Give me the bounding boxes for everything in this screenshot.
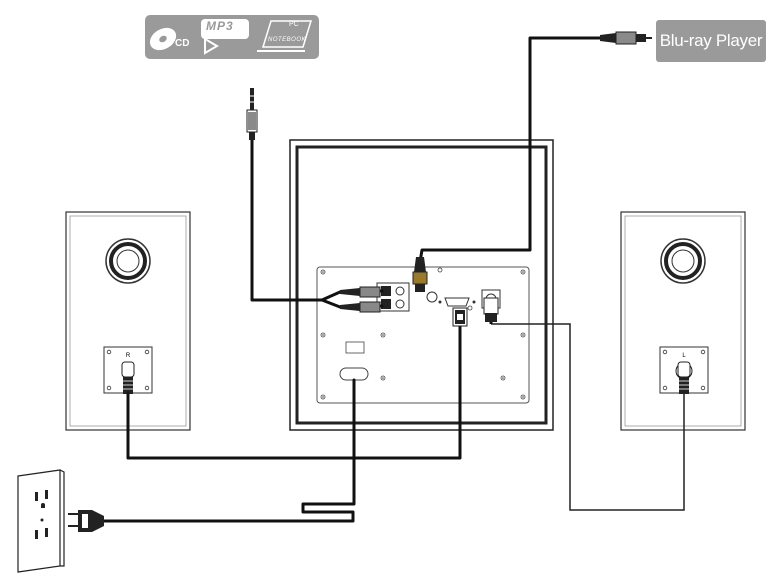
3.5mm-jack-icon xyxy=(246,88,258,140)
left-speaker-cable xyxy=(491,323,685,511)
power-cable xyxy=(100,378,356,523)
speaker-output-plug xyxy=(483,297,499,322)
wall-outlet-icon xyxy=(17,469,65,573)
optical-connector-icon xyxy=(412,257,428,292)
notebook-label: NOTEBOOK xyxy=(268,37,307,43)
cd-icon xyxy=(149,27,177,51)
speaker-left-label: L xyxy=(682,353,686,359)
pc-label: PC xyxy=(289,21,299,28)
subwoofer xyxy=(289,139,554,431)
right-speaker-cable xyxy=(126,324,462,460)
power-plug-icon xyxy=(68,510,104,532)
speaker-left: L xyxy=(620,211,746,431)
bluray-player-label: Blu-ray Player xyxy=(659,31,763,50)
tweeter-left xyxy=(660,238,706,284)
optical-cable xyxy=(418,36,602,264)
cd-label: CD xyxy=(175,38,190,49)
db-port xyxy=(438,297,476,307)
db-plug xyxy=(452,307,468,327)
notebook-icon xyxy=(257,20,313,52)
mp3-player-icon xyxy=(201,19,249,55)
mp3-label: MP3 xyxy=(206,19,234,33)
rca-plugs xyxy=(340,286,381,313)
tweeter-right xyxy=(105,238,151,284)
optical-plug-bluray xyxy=(600,31,652,45)
source-badges xyxy=(145,15,319,59)
bluray-player-box: Blu-ray Player xyxy=(656,20,766,62)
speaker-right-label: R xyxy=(126,353,131,359)
